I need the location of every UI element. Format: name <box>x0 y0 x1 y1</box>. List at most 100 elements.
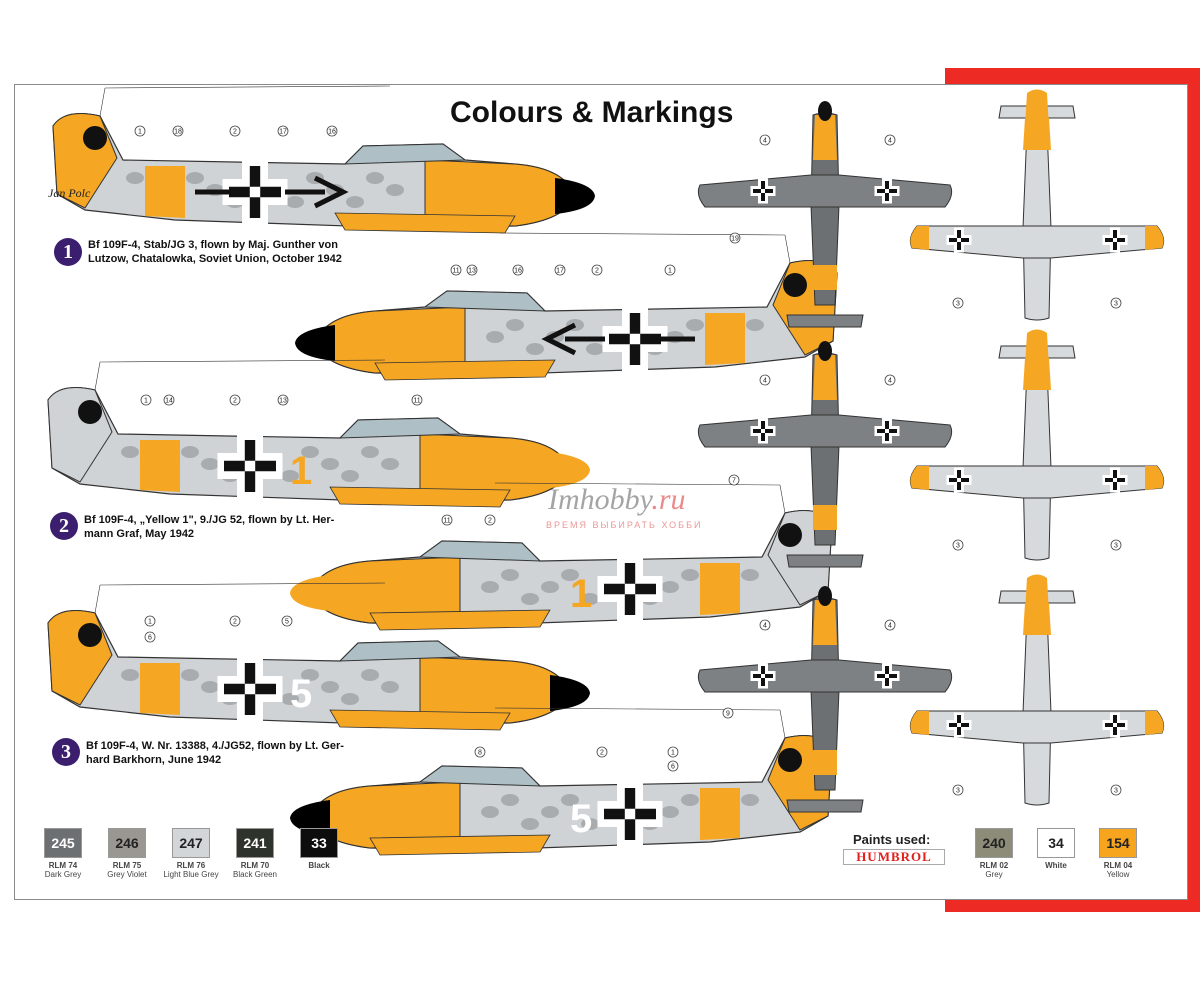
caption-line: Bf 109F-4, W. Nr. 13388, 4./JG52, flown … <box>86 740 344 752</box>
mottle <box>581 593 599 605</box>
callout-number: 3 <box>956 788 960 795</box>
callout-number: 4 <box>888 378 892 385</box>
balkenkreuz <box>1105 470 1125 490</box>
mottle <box>541 581 559 593</box>
fuselage-band <box>705 313 745 365</box>
callout-number: 11 <box>413 398 420 405</box>
aerial-wire <box>494 707 781 711</box>
mottle <box>541 806 559 818</box>
callout-number: 17 <box>279 129 287 136</box>
wing-underside <box>334 212 516 234</box>
callout-marker <box>277 125 289 137</box>
fuselage-band <box>140 440 180 492</box>
mottle <box>366 172 384 184</box>
caption-line: Lutzow, Chatalowka, Soviet Union, Octobe… <box>88 253 342 265</box>
callout-number: 7 <box>732 478 736 485</box>
callout-number: 2 <box>595 268 599 275</box>
callout-number: 13 <box>468 268 476 275</box>
canopy <box>423 290 547 312</box>
callout-marker <box>134 125 146 137</box>
callout-marker <box>474 746 486 758</box>
callout-marker <box>1110 539 1122 551</box>
aerial-wire <box>499 232 786 236</box>
balkenkreuz <box>224 663 276 715</box>
callout-number: 2 <box>233 129 237 136</box>
mottle <box>661 581 679 593</box>
underside-view-3 <box>909 574 1165 806</box>
balkenkreuz <box>949 230 969 250</box>
callout-number: 5 <box>285 619 289 626</box>
callout-number: 17 <box>556 268 564 275</box>
wings <box>697 414 953 448</box>
tail-swastika-area <box>783 273 807 297</box>
mottle <box>386 184 404 196</box>
callout-number: 1 <box>671 750 675 757</box>
tail-swastika-area <box>78 400 102 424</box>
callout-marker <box>884 619 896 631</box>
paint-description: Black Green <box>232 870 278 879</box>
underside-view-1 <box>909 89 1165 321</box>
callout-number: 4 <box>888 623 892 630</box>
mottle <box>661 806 679 818</box>
callout-number: 3 <box>1114 788 1118 795</box>
cowling <box>813 355 837 400</box>
spinner <box>550 675 590 711</box>
cowling <box>813 115 837 160</box>
callout-marker <box>591 264 603 276</box>
callout-marker <box>952 784 964 796</box>
fuselage-band <box>700 788 740 840</box>
callout-marker <box>722 707 734 719</box>
fuselage <box>810 352 840 546</box>
balkenkreuz <box>753 666 773 686</box>
mottle <box>301 446 319 458</box>
paint-description: Dark Grey <box>44 870 82 879</box>
tailplane <box>786 799 864 813</box>
paint-description: Light Blue Grey <box>163 870 219 879</box>
paint-rlm-name: RLM 02 <box>979 861 1009 870</box>
fuselage <box>810 112 840 306</box>
callout-marker <box>667 746 679 758</box>
tail-swastika-area <box>78 623 102 647</box>
scheme-2-caption: Bf 109F-4, „Yellow 1", 9./JG 52, flown b… <box>84 513 334 541</box>
mottle <box>341 470 359 482</box>
balkenkreuz <box>949 470 969 490</box>
mottle <box>506 319 524 331</box>
balkenkreuz <box>877 421 897 441</box>
paint-rlm-name: RLM 70 <box>240 861 270 870</box>
humbrol-logo: HUMBROL <box>843 849 945 865</box>
spinner <box>818 101 832 121</box>
chevron-marking <box>195 175 349 209</box>
paint-rlm-name: White <box>1045 861 1067 870</box>
callout-marker <box>554 264 566 276</box>
cowling <box>1025 574 1049 613</box>
mottle <box>181 669 199 681</box>
callout-marker <box>664 264 676 276</box>
callout-number: 2 <box>233 398 237 405</box>
aircraft-number: 1 <box>290 449 312 493</box>
callout-number: 19 <box>731 236 739 243</box>
paint-swatch-33: 33 <box>300 828 338 858</box>
balkenkreuz <box>224 440 276 492</box>
callout-marker <box>441 514 453 526</box>
callout-number: 8 <box>478 750 482 757</box>
callout-number: 13 <box>279 398 287 405</box>
balkenkreuz <box>229 166 281 218</box>
callout-marker <box>596 746 608 758</box>
callout-number: 1 <box>668 268 672 275</box>
callout-marker <box>172 125 184 137</box>
page-title: Colours & Markings <box>450 96 734 129</box>
callout-number: 4 <box>763 378 767 385</box>
callout-marker <box>229 394 241 406</box>
callout-number: 11 <box>452 268 459 275</box>
callout-marker <box>229 125 241 137</box>
callout-marker <box>884 134 896 146</box>
cowling <box>1025 89 1049 128</box>
paint-swatch-154: 154 <box>1099 828 1137 858</box>
paint-rlm-name: RLM 04 <box>1103 861 1133 870</box>
aerial-wire <box>99 582 386 586</box>
callout-number: 6 <box>148 635 152 642</box>
mottle <box>486 331 504 343</box>
fuselage-band <box>145 166 185 218</box>
